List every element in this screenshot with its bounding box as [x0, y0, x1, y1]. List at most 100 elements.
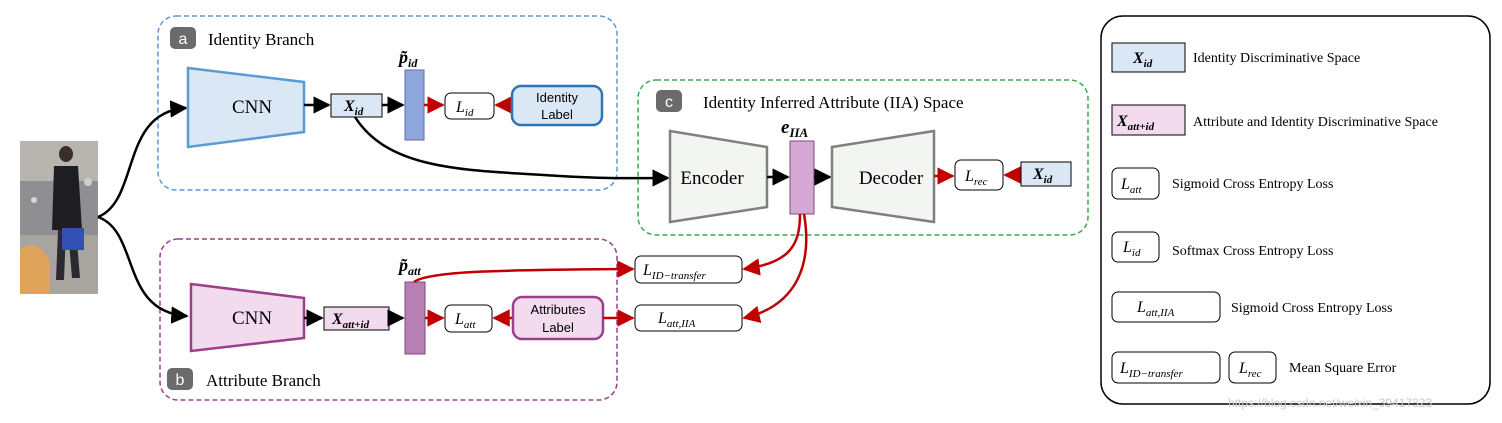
svg-text:p̃att: p̃att: [397, 255, 421, 278]
watermark: https://blog.csdn.net/weixin_39417323: [1228, 396, 1433, 410]
id-transfer-loss-sub: ID−transfer: [651, 270, 707, 282]
svg-text:Lrec: Lrec: [1238, 360, 1262, 380]
svg-text:LID−transfer: LID−transfer: [642, 262, 706, 282]
encoder-block: [668, 129, 769, 224]
identity-label-box: [510, 84, 604, 127]
legend-l-att-box: [1111, 167, 1160, 200]
attribute-prediction-symbol: p̃: [397, 255, 408, 275]
legend-l-att-iia-box: [1111, 291, 1221, 323]
attribute-branch-title: Attribute Branch: [206, 371, 321, 390]
attribute-cnn: [189, 282, 306, 353]
identity-loss-sub: id: [465, 107, 474, 119]
legend-x-id-symbol: X: [1132, 50, 1144, 67]
reconstruction-loss-symbol: L: [964, 168, 974, 185]
attribute-loss: [444, 304, 493, 333]
iia-embedding-bar: [789, 140, 815, 215]
att-iia-loss-sub: att,IIA: [667, 318, 696, 330]
iia-embedding-sub: IIA: [788, 125, 808, 140]
legend-mse-text: Mean Square Error: [1289, 361, 1397, 376]
legend-panel: [1100, 15, 1491, 405]
legend-l-att-iia-text: Sigmoid Cross Entropy Loss: [1231, 301, 1392, 316]
xid-to-encoder-arrow: [353, 116, 670, 187]
legend-l-transfer-symbol: L: [1119, 360, 1129, 377]
svg-text:Lid: Lid: [455, 99, 474, 119]
identity-cnn: [186, 66, 306, 149]
svg-text:LID−transfer: LID−transfer: [1119, 360, 1183, 380]
legend-l-att-iia-sub: att,IIA: [1146, 307, 1175, 319]
x-att-id-sub: att+id: [343, 319, 370, 331]
legend-l-id-symbol: L: [1122, 239, 1132, 256]
legend-x-id-swatch: [1111, 42, 1186, 73]
legend-l-rec-symbol: L: [1238, 360, 1248, 377]
attribute-branch-box: [159, 238, 618, 401]
identity-label-line1: Identity: [536, 90, 578, 105]
svg-text:Latt: Latt: [454, 311, 476, 331]
iia-embedding-symbol: e: [781, 117, 790, 138]
legend-l-id-box: [1111, 231, 1160, 263]
legend-x-att-id-text: Attribute and Identity Discriminative Sp…: [1193, 115, 1438, 130]
legend-l-att-sub: att: [1130, 184, 1143, 196]
svg-text:Lrec: Lrec: [964, 168, 988, 188]
svg-text:p̃id: p̃id: [397, 47, 418, 70]
identity-label-line2: Label: [541, 107, 573, 122]
legend-l-transfer-sub: ID−transfer: [1128, 368, 1184, 380]
p-att-to-transfer-arrow: [413, 260, 635, 284]
legend-x-id-sub: id: [1144, 58, 1153, 70]
attribute-prediction-sub: att: [408, 264, 421, 278]
iia-space-title: Identity Inferred Attribute (IIA) Space: [703, 93, 964, 112]
x-id-feature-symbol: X: [343, 98, 355, 115]
legend-l-att-text: Sigmoid Cross Entropy Loss: [1172, 177, 1333, 192]
badge-c-label: c: [665, 94, 673, 111]
svg-text:Xid: Xid: [1132, 50, 1153, 70]
legend-l-att-iia-symbol: L: [1136, 299, 1146, 316]
encoder-label: Encoder: [680, 168, 744, 189]
attribute-cnn-label: CNN: [232, 308, 272, 329]
legend-l-id-text: Softmax Cross Entropy Loss: [1172, 244, 1333, 259]
badge-a: [170, 27, 196, 49]
attributes-label-line1: Attributes: [531, 302, 586, 317]
svg-text:Xatt+id: Xatt+id: [331, 311, 370, 331]
identity-branch-title: Identity Branch: [208, 30, 315, 49]
id-transfer-loss: [634, 255, 743, 284]
svg-text:Xatt+id: Xatt+id: [1116, 113, 1155, 133]
x-att-id-symbol: X: [331, 311, 343, 328]
att-iia-loss-symbol: L: [657, 310, 667, 327]
legend-x-att-id-sub: att+id: [1128, 121, 1155, 133]
eiia-to-att-iia-arrow: [742, 213, 808, 323]
reconstruction-loss-sub: rec: [974, 176, 988, 188]
legend-l-att-symbol: L: [1120, 176, 1130, 193]
badge-b: [167, 368, 193, 390]
identity-cnn-label: CNN: [232, 97, 272, 118]
identity-loss: [444, 92, 495, 120]
legend-x-att-id-symbol: X: [1116, 113, 1128, 130]
attribute-prediction-bar: [404, 281, 426, 355]
iia-space-box: [637, 79, 1089, 236]
reconstruction-target-symbol: X: [1032, 166, 1044, 183]
svg-text:Lid: Lid: [1122, 239, 1141, 259]
legend-l-transfer-box: [1111, 351, 1221, 384]
id-transfer-loss-symbol: L: [642, 262, 652, 279]
badge-c: [656, 90, 682, 112]
svg-text:eIIA: eIIA: [781, 117, 809, 140]
badge-a-label: a: [179, 31, 188, 48]
identity-branch-box: [157, 15, 618, 191]
identity-prediction-symbol: p̃: [397, 47, 408, 67]
legend-x-id-text: Identity Discriminative Space: [1193, 51, 1360, 66]
svg-text:Latt,IIA: Latt,IIA: [657, 310, 696, 330]
identity-prediction-bar: [404, 69, 425, 141]
svg-text:Latt: Latt: [1120, 176, 1142, 196]
reconstruction-target-sub: id: [1044, 174, 1053, 186]
badge-b-label: b: [176, 372, 185, 389]
decoder-label: Decoder: [859, 168, 924, 189]
input-to-identity-arrow: [97, 100, 188, 219]
attribute-loss-sub: att: [464, 319, 477, 331]
input-to-attribute-arrow: [97, 215, 189, 324]
identity-prediction-sub: id: [408, 56, 418, 70]
reconstruction-target: [1020, 161, 1072, 187]
legend-x-att-id-swatch: [1111, 104, 1186, 136]
svg-text:Xid: Xid: [343, 98, 364, 118]
legend-l-rec-box: [1228, 351, 1277, 384]
input-person-image: [20, 141, 98, 294]
svg-text:Latt,IIA: Latt,IIA: [1136, 299, 1175, 319]
